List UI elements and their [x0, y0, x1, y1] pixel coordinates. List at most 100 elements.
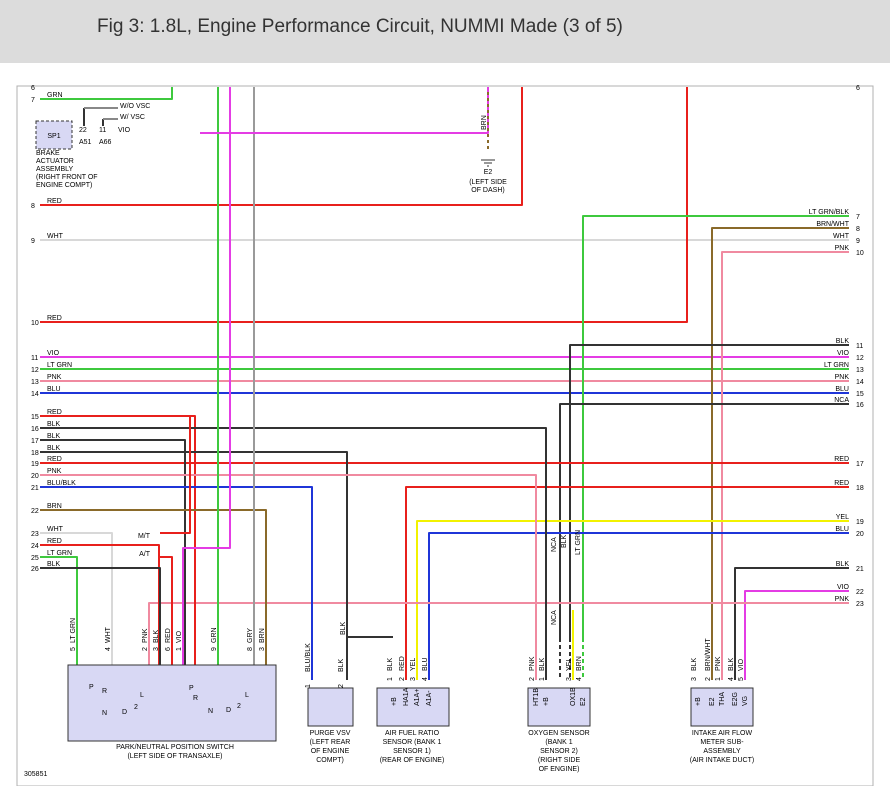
- wire-red-at: [160, 556, 173, 680]
- right-pin-wire-label: NCA: [834, 397, 849, 404]
- afr-pin-number: 3: [410, 677, 417, 681]
- pnp-position-letter: L: [140, 692, 144, 699]
- afr-terminal-label: A1A+: [414, 689, 421, 706]
- maf-box: [690, 687, 754, 727]
- purge-pin-number: 2: [338, 684, 345, 688]
- right-pin-number: 12: [856, 355, 864, 362]
- left-pin-wire-label: PNK: [47, 374, 62, 381]
- o2-caption: OF ENGINE): [539, 766, 580, 773]
- pnp-pin-label: RED: [165, 628, 172, 643]
- o2-pin-number: 2: [529, 677, 536, 681]
- maf-pin-number: 5: [738, 677, 745, 681]
- brake-actuator-caption: (RIGHT FRONT OF: [36, 174, 98, 181]
- wire-red-10: [40, 87, 688, 323]
- ground-caption: OF DASH): [471, 187, 504, 194]
- wire-pnk-20: [40, 474, 537, 680]
- right-pin-number: 11: [856, 343, 863, 350]
- maf-caption: METER SUB-: [700, 739, 744, 746]
- left-pin-wire-label: LT GRN: [47, 362, 72, 369]
- left-pin-wire-label: PNK: [47, 468, 62, 475]
- wire-blk-17: [40, 439, 186, 680]
- right-pin-wire-label: YEL: [836, 514, 849, 521]
- maf-terminal-label: THA: [719, 692, 726, 706]
- right-pin-number: 6: [856, 85, 860, 92]
- wire-pnk-10: [721, 251, 849, 680]
- wire-ltgrn-25: [40, 556, 78, 680]
- pnp-position-letter: N: [208, 708, 213, 715]
- left-pin-wire-label: BLK: [47, 445, 61, 452]
- left-pin-wire-label: BLU/BLK: [47, 480, 76, 487]
- wire-blk-purge-link: [346, 635, 393, 638]
- maf-terminal-label: VG: [742, 696, 749, 706]
- pnp-pin-number: 8: [247, 647, 254, 651]
- pnp-caption: (LEFT SIDE OF TRANSAXLE): [127, 753, 222, 760]
- brake-pin-b: 11: [99, 127, 106, 134]
- o2-shield-label: LT GRN: [575, 530, 582, 555]
- pnp-pin-number: 9: [211, 647, 218, 651]
- wire-blk-11: [569, 344, 849, 640]
- right-pin-number: 16: [856, 402, 864, 409]
- ground-caption: (LEFT SIDE: [469, 179, 507, 186]
- wire-ltgrn-blk-7: [582, 215, 849, 640]
- right-pin-number: 18: [856, 485, 864, 492]
- left-pin-number: 19: [31, 461, 39, 468]
- left-pin-wire-label: WHT: [47, 526, 64, 533]
- right-pin-wire-label: BLU: [835, 526, 849, 533]
- o2-shield-label: NCA: [551, 537, 558, 552]
- wire-yel-19: [416, 520, 849, 680]
- afr-caption: SENSOR 1): [393, 748, 431, 755]
- purge-caption: PURGE VSV: [310, 730, 351, 737]
- maf-pin-number: 4: [728, 677, 735, 681]
- o2-pin-label: BLK: [539, 657, 546, 671]
- pnp-position-letter: R: [193, 695, 198, 702]
- pnp-position-letter: D: [122, 709, 127, 716]
- right-pin-number: 10: [856, 250, 864, 257]
- left-pin-number: 22: [31, 508, 39, 515]
- left-pin-number: 26: [31, 566, 39, 573]
- left-pin-wire-label: GRN: [47, 92, 63, 99]
- maf-caption: INTAKE AIR FLOW: [692, 730, 753, 737]
- page-title: Fig 3: 1.8L, Engine Performance Circuit,…: [97, 16, 623, 37]
- purge-caption: (LEFT REAR: [310, 739, 351, 746]
- pnp-position-letter: R: [102, 688, 107, 695]
- left-pin-number: 9: [31, 238, 35, 245]
- o2-pin-number: 3: [566, 677, 573, 681]
- left-pin-wire-label: WHT: [47, 233, 64, 240]
- o2-caption: (BANK 1: [545, 739, 572, 746]
- right-pin-number: 15: [856, 391, 864, 398]
- pnp-position-letter: 2: [134, 704, 138, 711]
- maf-pin-label: VIO: [738, 658, 745, 671]
- o2-pin-number: 4: [576, 677, 583, 681]
- right-pin-wire-label: RED: [834, 456, 849, 463]
- o2-terminal-label: OX1B: [570, 687, 577, 706]
- wire-blk-26: [40, 567, 161, 680]
- afr-terminal-label: HA1A: [403, 687, 410, 706]
- afr-caption: (REAR OF ENGINE): [380, 757, 445, 764]
- right-pin-number: 22: [856, 589, 864, 596]
- brake-wire-label: VIO: [118, 127, 131, 134]
- components: [35, 120, 754, 742]
- wire-blk-18: [40, 451, 348, 635]
- left-pin-number: 14: [31, 391, 39, 398]
- left-pin-wire-label: BLK: [47, 433, 61, 440]
- afr-pin-label: BLK: [387, 657, 394, 671]
- wires: [40, 87, 849, 680]
- brake-actuator-caption: ACTUATOR: [36, 158, 74, 165]
- o2-terminal-label: +B: [543, 697, 550, 706]
- left-pin-number: 15: [31, 414, 39, 421]
- left-pin-wire-label: RED: [47, 315, 62, 322]
- wire-wht-23: [40, 532, 113, 680]
- pnp-pin-number: 3: [153, 647, 160, 651]
- left-pin-number: 8: [31, 203, 35, 210]
- right-pin-number: 13: [856, 367, 864, 374]
- right-pin-wire-label: PNK: [835, 245, 850, 252]
- pnp-pin-number: 6: [165, 647, 172, 651]
- left-pin-number: 17: [31, 438, 39, 445]
- afr-pin-number: 2: [399, 677, 406, 681]
- purge-pin-label: BLU/BLK: [305, 643, 312, 672]
- right-pin-wire-label: BLK: [836, 561, 850, 568]
- maf-pin-label: BLK: [691, 657, 698, 671]
- afr-pin-number: 4: [422, 677, 429, 681]
- brake-pin-a: 22: [79, 127, 87, 134]
- maf-terminal-label: +B: [695, 697, 702, 706]
